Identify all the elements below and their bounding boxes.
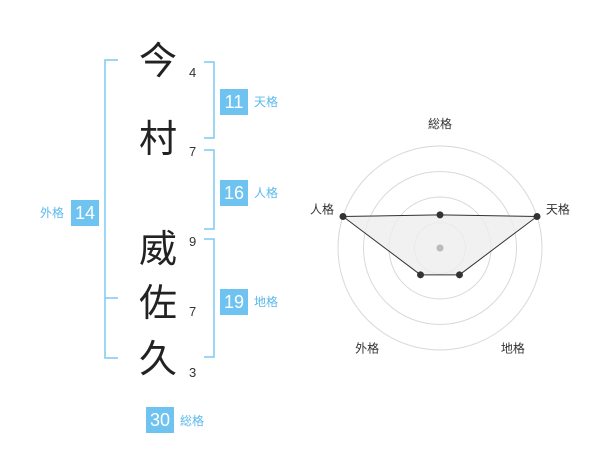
radar-point-1: [436, 211, 444, 219]
tenkaku-bracket: [204, 61, 215, 139]
stroke-count-5: 3: [189, 365, 197, 380]
gaikaku-label: 外格: [40, 206, 65, 220]
radar-point-2: [533, 212, 541, 220]
bracket-lines: [104, 59, 215, 359]
chikaku-label: 地格: [254, 295, 279, 309]
jinkaku-bracket: [204, 149, 215, 230]
stroke-count-1: 4: [189, 65, 197, 80]
name-char-3: 威: [139, 227, 178, 271]
radar-label-5: 人格: [310, 202, 334, 217]
jinkaku-badge: 16: [220, 180, 248, 206]
name-char-4: 佐: [139, 281, 178, 325]
chikaku-bracket: [204, 238, 215, 358]
radar-point-4: [417, 271, 425, 279]
radar-ring-3: [363, 171, 517, 325]
name-char-2: 村: [139, 117, 178, 161]
soukaku-badge: 30: [146, 407, 174, 433]
name-char-5: 久: [139, 337, 178, 381]
name-char-1: 今: [139, 39, 178, 83]
radar-point-5: [339, 212, 347, 220]
tenkaku-badge: 11: [220, 89, 248, 115]
jinkaku-label: 人格: [254, 186, 279, 200]
soukaku-label: 総格: [180, 414, 205, 428]
stroke-count-3: 9: [189, 234, 197, 249]
stroke-count-2: 7: [189, 144, 197, 159]
radar-point-3: [455, 271, 463, 279]
gaikaku-bracket: [104, 59, 118, 359]
radar-label-1: 総格: [428, 116, 452, 131]
radar-label-3: 地格: [501, 340, 525, 355]
tenkaku-label: 天格: [254, 95, 279, 109]
radar-label-4: 外格: [355, 340, 379, 355]
gaikaku-badge: 14: [71, 200, 99, 226]
stroke-count-4: 7: [189, 304, 197, 319]
radar-ring-4: [337, 145, 543, 351]
chikaku-badge: 19: [220, 289, 248, 315]
radar-center-dot: [436, 244, 444, 252]
radar-label-2: 天格: [546, 202, 570, 217]
